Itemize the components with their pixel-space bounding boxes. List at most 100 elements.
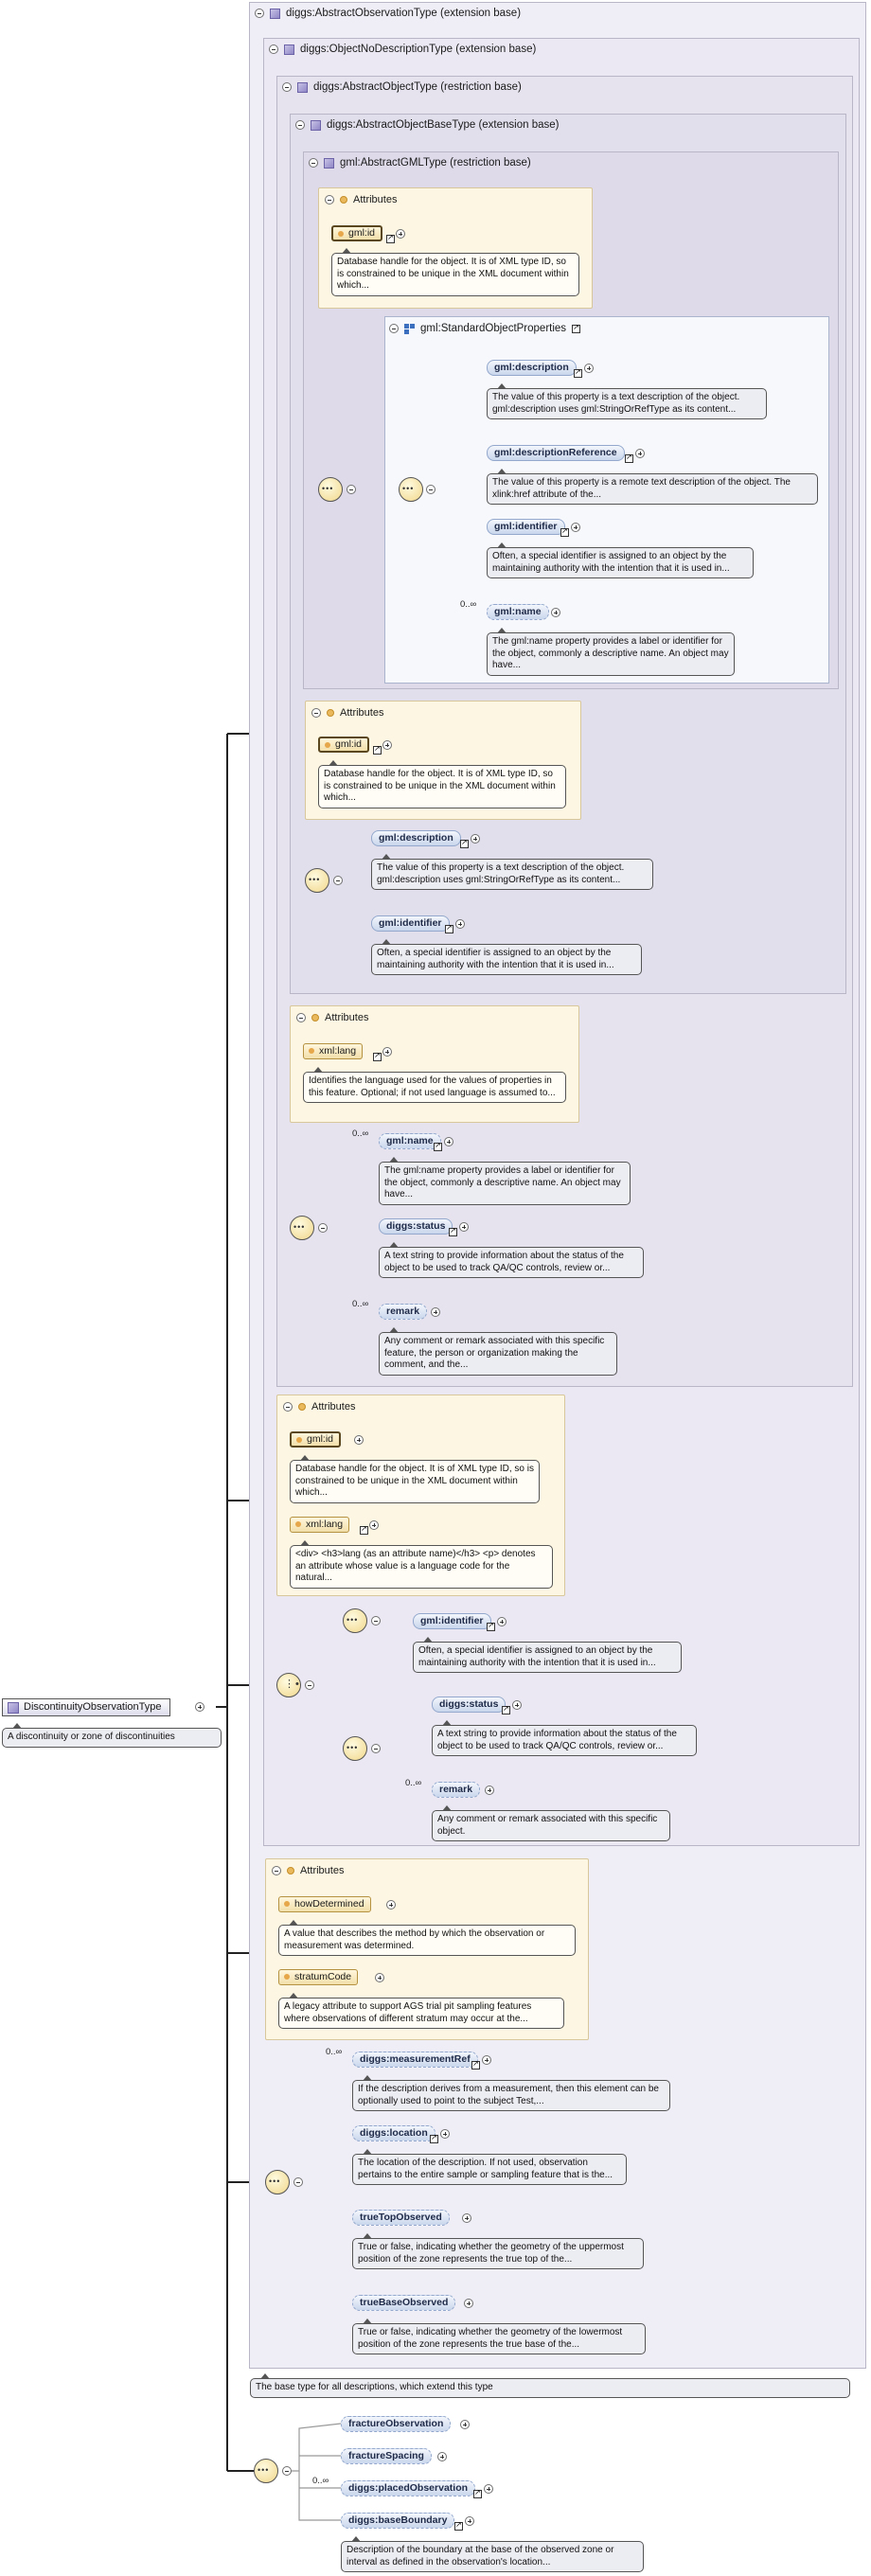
compositor-toggle-icon[interactable] — [371, 1616, 381, 1626]
link-icon[interactable] — [386, 233, 395, 243]
link-icon[interactable] — [445, 923, 453, 933]
expand-icon[interactable] — [471, 834, 480, 844]
el-gml-name[interactable]: gml:name — [487, 604, 549, 620]
compositor-toggle-icon[interactable] — [293, 2177, 303, 2187]
expand-icon[interactable] — [512, 1700, 522, 1710]
link-icon[interactable] — [454, 2520, 463, 2531]
compositor-toggle-icon[interactable] — [305, 1680, 314, 1690]
expand-icon[interactable] — [482, 2055, 491, 2065]
el-gml-description[interactable]: gml:description — [371, 830, 461, 846]
link-icon[interactable] — [373, 1051, 382, 1061]
abstract-gml-type-header[interactable]: gml:AbstractGMLType (restriction base) — [309, 157, 531, 169]
expand-icon[interactable] — [459, 1222, 469, 1232]
expand-icon[interactable] — [431, 1307, 440, 1317]
expand-icon[interactable] — [396, 229, 405, 239]
el-gml-name[interactable]: gml:name — [379, 1133, 441, 1149]
compositor-toggle-icon[interactable] — [318, 1223, 328, 1233]
link-icon[interactable] — [430, 2133, 438, 2143]
link-icon[interactable] — [460, 838, 469, 848]
attr-gml-id[interactable]: gml:id — [290, 1431, 342, 1448]
expand-icon[interactable] — [584, 364, 594, 373]
compositor-toggle-icon[interactable] — [347, 485, 356, 494]
compositor-toggle-icon[interactable] — [282, 2466, 292, 2476]
abstract-object-type-header[interactable]: diggs:AbstractObjectType (restriction ba… — [282, 81, 522, 93]
sequence-compositor[interactable] — [318, 477, 343, 502]
expand-icon[interactable] — [497, 1617, 507, 1626]
el-diggs-status[interactable]: diggs:status — [432, 1697, 507, 1713]
attributes-header[interactable]: Attributes — [325, 194, 397, 205]
el-diggs-placed-observation[interactable]: diggs:placedObservation — [341, 2480, 476, 2496]
attr-gml-id[interactable]: gml:id — [331, 225, 383, 241]
expand-icon[interactable] — [195, 1702, 204, 1712]
compositor-toggle-icon[interactable] — [426, 485, 436, 494]
el-gml-identifier[interactable]: gml:identifier — [413, 1613, 491, 1629]
link-icon[interactable] — [434, 1141, 442, 1151]
collapse-toggle-icon[interactable] — [389, 324, 399, 333]
expand-icon[interactable] — [354, 1435, 364, 1445]
sequence-compositor[interactable] — [343, 1736, 367, 1761]
el-gml-identifier[interactable]: gml:identifier — [487, 519, 565, 535]
link-icon[interactable] — [560, 526, 569, 537]
collapse-toggle-icon[interactable] — [272, 1866, 281, 1875]
expand-icon[interactable] — [440, 2129, 450, 2139]
expand-icon[interactable] — [386, 1900, 396, 1910]
attr-how-determined[interactable]: howDetermined — [278, 1896, 371, 1912]
expand-icon[interactable] — [484, 2484, 493, 2494]
link-icon[interactable] — [473, 2488, 482, 2498]
expand-icon[interactable] — [382, 740, 392, 750]
expand-icon[interactable] — [382, 1047, 392, 1057]
collapse-toggle-icon[interactable] — [309, 158, 318, 168]
expand-icon[interactable] — [369, 1520, 379, 1530]
attributes-header[interactable]: Attributes — [311, 707, 383, 719]
abstract-object-base-type-header[interactable]: diggs:AbstractObjectBaseType (extension … — [295, 119, 559, 131]
sequence-compositor[interactable] — [343, 1608, 367, 1633]
link-icon[interactable] — [449, 1226, 457, 1236]
attr-gml-id[interactable]: gml:id — [318, 737, 370, 753]
attributes-header[interactable]: Attributes — [296, 1012, 368, 1023]
abstract-observation-type-header[interactable]: diggs:AbstractObservationType (extension… — [255, 8, 521, 19]
expand-icon[interactable] — [635, 449, 645, 458]
attr-xml-lang[interactable]: xml:lang — [303, 1043, 364, 1059]
link-icon[interactable] — [373, 744, 382, 755]
expand-icon[interactable] — [444, 1137, 453, 1146]
link-icon[interactable] — [487, 1621, 495, 1631]
el-remark[interactable]: remark — [432, 1782, 481, 1798]
root-element-discontinuity-observation-type[interactable]: DiscontinuityObservationType — [2, 1698, 170, 1716]
el-gml-identifier[interactable]: gml:identifier — [371, 915, 450, 932]
choice-compositor[interactable] — [276, 1673, 301, 1697]
link-icon[interactable] — [360, 1524, 368, 1535]
collapse-toggle-icon[interactable] — [296, 1013, 306, 1022]
attributes-header[interactable]: Attributes — [272, 1865, 344, 1876]
el-diggs-location[interactable]: diggs:location — [352, 2125, 436, 2141]
expand-icon[interactable] — [551, 608, 560, 617]
expand-icon[interactable] — [571, 523, 580, 532]
expand-icon[interactable] — [437, 2452, 447, 2461]
expand-icon[interactable] — [485, 1785, 494, 1795]
collapse-toggle-icon[interactable] — [283, 1402, 293, 1412]
collapse-toggle-icon[interactable] — [255, 9, 264, 18]
compositor-toggle-icon[interactable] — [371, 1744, 381, 1753]
sequence-compositor[interactable] — [399, 477, 423, 502]
link-icon[interactable] — [574, 367, 582, 378]
el-true-base-observed[interactable]: trueBaseObserved — [352, 2295, 456, 2311]
standard-object-properties-header[interactable]: gml:StandardObjectProperties — [389, 323, 581, 334]
link-icon[interactable] — [625, 453, 633, 463]
expand-icon[interactable] — [464, 2299, 473, 2308]
collapse-toggle-icon[interactable] — [325, 195, 334, 204]
expand-icon[interactable] — [375, 1973, 384, 1982]
expand-icon[interactable] — [462, 2213, 471, 2223]
el-diggs-base-boundary[interactable]: diggs:baseBoundary — [341, 2513, 455, 2529]
object-no-description-type-header[interactable]: diggs:ObjectNoDescriptionType (extension… — [269, 44, 536, 55]
el-remark[interactable]: remark — [379, 1304, 428, 1320]
el-gml-description-reference[interactable]: gml:descriptionReference — [487, 445, 625, 461]
attributes-header[interactable]: Attributes — [283, 1401, 355, 1412]
link-icon[interactable] — [572, 323, 581, 333]
collapse-toggle-icon[interactable] — [269, 44, 278, 54]
collapse-toggle-icon[interactable] — [282, 82, 292, 92]
sequence-compositor[interactable] — [265, 2170, 290, 2194]
collapse-toggle-icon[interactable] — [295, 120, 305, 130]
expand-icon[interactable] — [455, 919, 465, 929]
el-diggs-status[interactable]: diggs:status — [379, 1218, 453, 1235]
sequence-compositor[interactable] — [305, 868, 329, 893]
compositor-toggle-icon[interactable] — [333, 876, 343, 885]
